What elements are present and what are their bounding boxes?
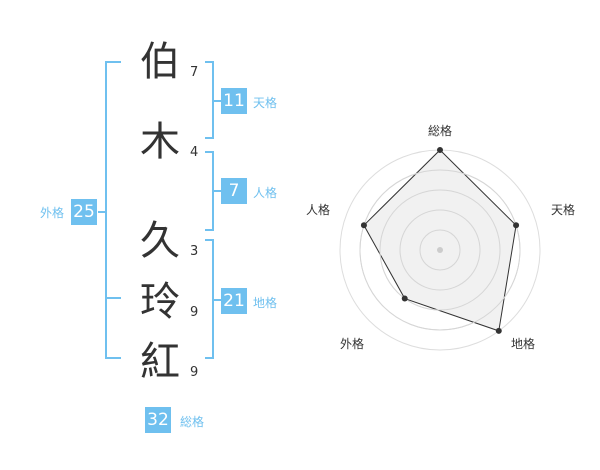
radar-axis-label-soukaku: 総格 (428, 124, 453, 138)
name-char-1: 伯 (140, 39, 180, 85)
name-char-5: 紅 (140, 339, 180, 385)
radar-value-polygon (363, 149, 517, 332)
radar-axis-label-jinkaku: 人格 (306, 203, 331, 217)
jinkaku-label: 人格 (253, 186, 278, 200)
radar-inner-ring-2 (399, 209, 481, 291)
radar-axis-label-chikaku: 地格 (511, 337, 536, 351)
soukaku-value-badge: 32 (145, 407, 171, 433)
name-char-4: 玲 (140, 279, 180, 325)
gaikaku-value-badge: 25 (71, 199, 97, 225)
jinkaku-value-badge: 7 (221, 178, 247, 204)
stroke-count-2: 4 (190, 145, 199, 160)
gaikaku-label: 外格 (40, 206, 65, 220)
name-char-2: 木 (140, 119, 180, 165)
radar-center-dot (437, 247, 443, 253)
gaikaku-bracket (105, 61, 121, 359)
radar-axis-label-tenkaku: 天格 (551, 203, 576, 217)
tenkaku-label: 天格 (253, 96, 278, 110)
chikaku-value-badge: 21 (221, 288, 247, 314)
tenkaku-value-badge: 11 (221, 88, 247, 114)
chikaku-label: 地格 (253, 296, 278, 310)
stroke-count-1: 7 (190, 65, 199, 80)
stroke-count-4: 9 (190, 305, 199, 320)
radar-inner-ring-1 (419, 229, 461, 271)
radar-axis-label-gaikaku: 外格 (340, 337, 365, 351)
soukaku-label: 総格 (180, 415, 205, 429)
stroke-count-3: 3 (190, 244, 199, 259)
name-char-3: 久 (140, 218, 180, 264)
stroke-count-5: 9 (190, 365, 199, 380)
radar-point-3 (401, 295, 408, 302)
radar-point-2 (495, 327, 502, 334)
radar-point-0 (437, 147, 443, 153)
radar-point-1 (513, 222, 520, 229)
radar-inner-ring-4 (359, 169, 521, 331)
radar-inner-ring-3 (379, 189, 501, 311)
radar-point-4 (360, 222, 367, 229)
